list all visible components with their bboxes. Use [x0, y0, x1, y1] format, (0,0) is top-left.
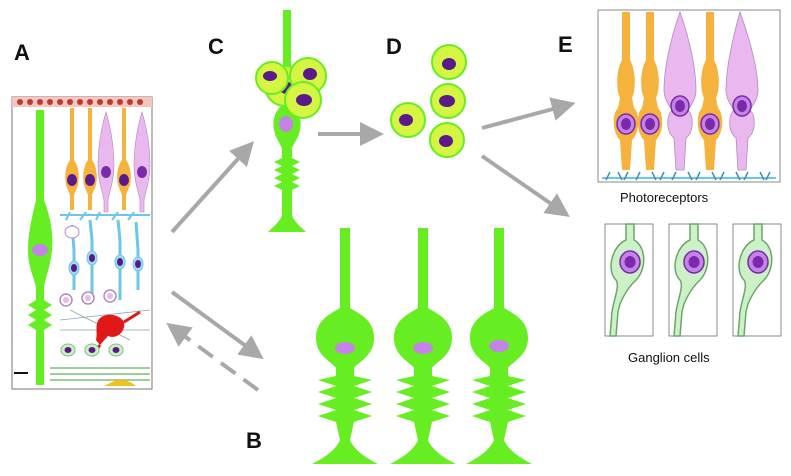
panel-label-d: D: [386, 34, 402, 59]
panel-c-dividing-muller: [255, 10, 327, 232]
rods-a: [65, 108, 131, 210]
rods-e: [613, 12, 723, 170]
panel-label-c: C: [208, 34, 224, 59]
panel-b-muller-glia: [312, 228, 532, 464]
panel-label-b: B: [246, 428, 262, 453]
muller-cell-b2: [390, 228, 456, 464]
caption-photoreceptors: Photoreceptors: [620, 190, 709, 205]
ganglion-cell-2: [668, 223, 718, 337]
caption-ganglion-cells: Ganglion cells: [628, 350, 710, 365]
panel-e-ganglion-cells: [604, 223, 782, 337]
arrow-a-to-c: [170, 141, 255, 234]
cones-a: [97, 110, 151, 213]
ganglion-cell-3: [732, 223, 782, 337]
panel-d-progenitors: [390, 44, 467, 158]
bipolar-cells-a: [64, 219, 144, 300]
panel-a-retina-section: [11, 96, 153, 390]
arrow-d-to-ganglion: [480, 154, 570, 217]
photoreceptor-terminals: [602, 171, 776, 181]
muller-glia-a: [28, 110, 53, 385]
panel-label-a: A: [14, 40, 30, 65]
muller-cell-b3: [466, 228, 532, 464]
cones-e: [663, 10, 759, 171]
rpe-layer: [12, 97, 152, 107]
panel-e-photoreceptors: [597, 9, 781, 183]
arrow-d-to-photoreceptors: [481, 97, 576, 130]
scale-bar: [14, 372, 28, 374]
arrow-a-to-b: [170, 290, 264, 360]
arrows: [166, 97, 576, 392]
dashed-arrow-b-to-a: [166, 322, 260, 392]
panel-label-e: E: [558, 32, 573, 57]
muller-cell-b1: [312, 228, 378, 464]
ganglion-layer-a: [50, 343, 150, 386]
ganglion-cell-1: [604, 223, 654, 337]
outer-plexiform-a: [60, 211, 150, 221]
